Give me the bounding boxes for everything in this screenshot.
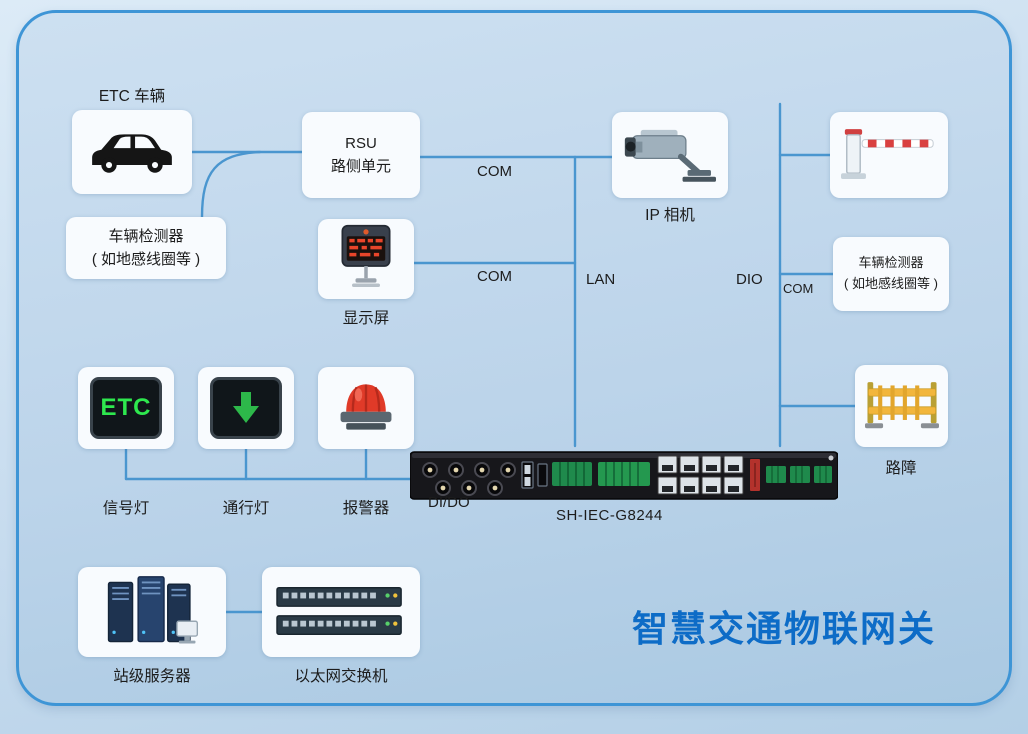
ip-camera-label: IP 相机 xyxy=(645,207,695,224)
node-etc-vehicle xyxy=(72,110,192,194)
port-com-display: COM xyxy=(477,268,512,285)
port-lan: LAN xyxy=(586,271,616,288)
barrier-gate-icon xyxy=(841,129,934,179)
roadblock-icon xyxy=(864,382,939,429)
port-com-rsu: COM xyxy=(477,163,512,180)
node-ip-camera xyxy=(612,112,728,198)
gateway-device-image xyxy=(409,446,839,509)
server-rack-icon xyxy=(107,576,199,644)
ip-camera-icon xyxy=(624,129,716,182)
alarm-label: 报警器 xyxy=(342,500,390,517)
gateway-model-label: SH-IEC-G8244 xyxy=(556,507,663,524)
roadblock-label: 路障 xyxy=(885,460,917,477)
detector-left-line2: ( 如地感线圈等 ) xyxy=(91,251,201,268)
node-display xyxy=(318,219,414,299)
etc-sign-icon: ETC xyxy=(90,377,162,439)
switch-label: 以太网交换机 xyxy=(294,668,388,685)
detector-right-line2: ( 如地感线圈等 ) xyxy=(844,276,938,291)
port-com-right: COM xyxy=(783,281,814,296)
signal-light-label: 信号灯 xyxy=(102,500,150,517)
node-detector-left: 车辆检测器 ( 如地感线圈等 ) xyxy=(66,217,226,279)
detector-right-line1: 车辆检测器 xyxy=(858,255,924,271)
alarm-beacon-icon xyxy=(340,384,392,430)
led-display-icon xyxy=(341,224,391,287)
node-roadblock xyxy=(855,365,948,447)
ethernet-switch-icon xyxy=(276,587,402,636)
rsu-line2: 路侧单元 xyxy=(330,158,391,175)
node-server xyxy=(78,567,226,657)
node-detector-right: 车辆检测器 ( 如地感线圈等 ) xyxy=(833,237,949,311)
server-label: 站级服务器 xyxy=(113,668,191,685)
etc-vehicle-label: ETC 车辆 xyxy=(98,88,166,105)
node-pass-light xyxy=(198,367,294,449)
etc-sign-text: ETC xyxy=(100,394,152,421)
pass-light-label: 通行灯 xyxy=(222,500,270,517)
car-icon xyxy=(92,134,172,173)
port-dio: DIO xyxy=(736,271,763,288)
port-di-do: DI/DO xyxy=(428,494,470,511)
node-signal-light: ETC xyxy=(78,367,174,449)
rsu-line1: RSU xyxy=(345,134,377,152)
node-rsu: RSU 路侧单元 xyxy=(302,112,420,198)
display-label: 显示屏 xyxy=(342,310,390,327)
node-alarm xyxy=(318,367,414,449)
page-title: 智慧交通物联网关 xyxy=(632,608,937,649)
node-switch xyxy=(262,567,420,657)
down-arrow-glyph xyxy=(233,392,259,423)
green-arrow-icon xyxy=(210,377,282,439)
detector-left-line1: 车辆检测器 xyxy=(108,227,184,245)
gateway-device-svg xyxy=(409,451,839,500)
node-barrier-gate xyxy=(830,112,948,198)
